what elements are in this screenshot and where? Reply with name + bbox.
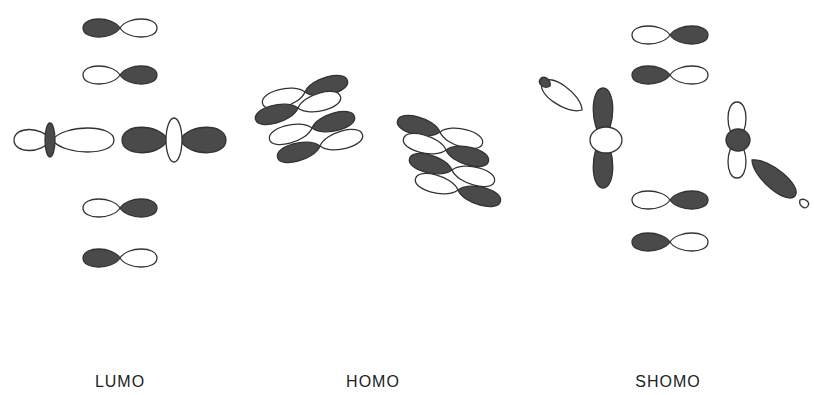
p-orbital-lobe <box>83 66 120 84</box>
p-orbital-lobe <box>120 199 157 217</box>
p-orbital-lobe <box>670 26 708 44</box>
p-orbital-lobe <box>632 191 670 209</box>
p-orbital-lobe <box>413 170 460 199</box>
p-orbital-lobe <box>120 19 157 37</box>
p-orbital-lobe <box>632 66 670 84</box>
hybrid-lobe <box>538 75 553 89</box>
p-orbital-lobe <box>275 137 322 166</box>
p-orbital-lobe <box>83 249 120 267</box>
p-orbital-lobe <box>120 66 157 84</box>
orbital-node-ring <box>45 123 55 157</box>
orbital-label: HOMO <box>346 373 400 391</box>
p-orbital-lobe <box>83 19 120 37</box>
hybrid-lobe <box>798 197 810 209</box>
p-orbital-lobe <box>632 233 670 251</box>
p-orbital-lobe <box>83 199 120 217</box>
hybrid-lobe <box>180 127 226 153</box>
hybrid-lobe <box>746 153 801 204</box>
p-orbital-lobe <box>456 181 503 210</box>
p-orbital-lobe <box>670 191 708 209</box>
orbital-label: SHOMO <box>635 373 700 391</box>
hybrid-lobe <box>122 127 168 153</box>
orbital-node-ring <box>726 129 750 151</box>
orbital-node-ring <box>166 118 182 162</box>
p-orbital-lobe <box>120 249 157 267</box>
p-orbital-lobe <box>670 66 708 84</box>
hybrid-lobe <box>537 74 588 118</box>
p-orbital-lobe <box>632 26 670 44</box>
p-orbital-lobe <box>670 233 708 251</box>
p-orbital-lobe <box>318 126 365 155</box>
orbital-node-ring <box>590 127 622 153</box>
orbital-label: LUMO <box>95 373 145 391</box>
hybrid-lobe <box>52 128 114 152</box>
